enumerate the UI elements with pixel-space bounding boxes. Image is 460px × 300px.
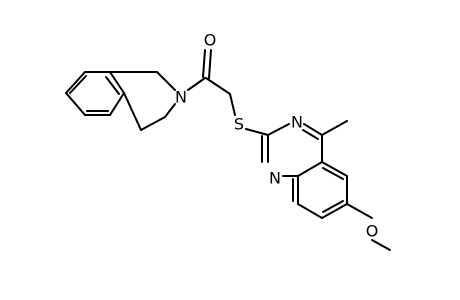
- atom-label-ring-nitrogen-3: N: [291, 113, 303, 132]
- bond: [164, 103, 176, 118]
- atom-label-amide-nitrogen: N: [175, 88, 187, 107]
- bond: [302, 129, 319, 140]
- bond: [205, 77, 231, 95]
- atom-label-ring-nitrogen-1: N: [269, 169, 281, 188]
- bond: [322, 167, 344, 180]
- bond: [297, 203, 323, 219]
- bond: [229, 93, 236, 116]
- bond: [140, 116, 166, 131]
- bond: [109, 71, 125, 94]
- bond: [65, 92, 86, 116]
- bond: [321, 120, 348, 136]
- bond: [105, 76, 120, 95]
- bond: [65, 71, 86, 94]
- bond: [321, 203, 348, 219]
- bond: [297, 161, 323, 177]
- bond: [208, 49, 212, 79]
- bonds: [65, 49, 391, 251]
- bond: [109, 92, 125, 116]
- bond: [303, 123, 323, 136]
- atom-label-sulfur: S: [234, 115, 244, 134]
- bond: [321, 161, 348, 177]
- bond: [202, 49, 206, 78]
- atom-labels: O N S N N O: [175, 31, 378, 241]
- atom-label-methoxy-oxygen: O: [366, 222, 379, 241]
- atom-label-carbonyl-oxygen: O: [204, 31, 217, 50]
- bond: [267, 123, 290, 136]
- bond: [371, 239, 391, 251]
- bond: [187, 77, 206, 91]
- bond: [245, 128, 269, 136]
- bond: [346, 203, 373, 219]
- bond: [322, 200, 344, 213]
- bond: [156, 71, 176, 91]
- bond: [69, 75, 87, 94]
- bond: [123, 92, 142, 131]
